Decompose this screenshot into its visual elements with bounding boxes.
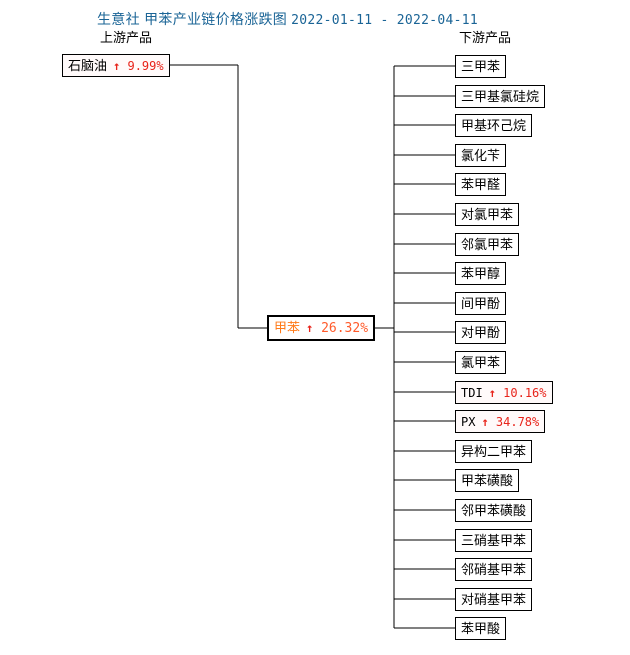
price-change-value: ↑ 10.16% bbox=[488, 386, 547, 400]
node-downstream-9[interactable]: 间甲酚 bbox=[455, 292, 507, 315]
node-center-toluene[interactable]: 甲苯 ↑ 26.32% bbox=[267, 315, 376, 341]
node-downstream-10[interactable]: 对甲酚 bbox=[455, 321, 507, 344]
arrow-up-icon: ↑ bbox=[113, 59, 121, 73]
node-label: 甲苯磺酸 bbox=[461, 473, 514, 488]
node-downstream-8[interactable]: 苯甲醇 bbox=[455, 262, 507, 285]
node-downstream-2[interactable]: 三甲基氯硅烷 bbox=[455, 85, 546, 108]
node-downstream-19[interactable]: 对硝基甲苯 bbox=[455, 588, 533, 611]
node-downstream-18[interactable]: 邻硝基甲苯 bbox=[455, 558, 533, 581]
node-downstream-15[interactable]: 甲苯磺酸 bbox=[455, 469, 520, 492]
price-change-value: ↑ 9.99% bbox=[113, 59, 164, 73]
node-upstream-naphtha[interactable]: 石脑油 ↑ 9.99% bbox=[62, 54, 170, 77]
node-downstream-11[interactable]: 氯甲苯 bbox=[455, 351, 507, 374]
node-label: 甲苯 bbox=[274, 320, 301, 335]
node-label: 邻甲苯磺酸 bbox=[461, 503, 527, 518]
node-label: 异构二甲苯 bbox=[461, 444, 527, 459]
node-label: 三硝基甲苯 bbox=[461, 533, 527, 548]
node-label: 三甲基氯硅烷 bbox=[461, 89, 540, 104]
node-label: 对氯甲苯 bbox=[461, 207, 514, 222]
node-label: PX bbox=[461, 415, 476, 429]
downstream-column-header: 下游产品 bbox=[459, 30, 512, 45]
node-label: 间甲酚 bbox=[461, 296, 501, 311]
node-label: 三甲苯 bbox=[461, 59, 501, 74]
arrow-up-icon: ↑ bbox=[488, 386, 496, 400]
node-label: 石脑油 bbox=[68, 58, 108, 73]
node-label: 苯甲醇 bbox=[461, 266, 501, 281]
upstream-column-header: 上游产品 bbox=[100, 30, 153, 45]
node-label: 苯甲醛 bbox=[461, 177, 501, 192]
node-downstream-20[interactable]: 苯甲酸 bbox=[455, 617, 507, 640]
node-label: 氯甲苯 bbox=[461, 355, 501, 370]
node-label: TDI bbox=[461, 386, 483, 400]
node-downstream-3[interactable]: 甲基环己烷 bbox=[455, 114, 533, 137]
price-change-value: ↑ 26.32% bbox=[306, 321, 369, 336]
node-label: 邻氯甲苯 bbox=[461, 237, 514, 252]
node-downstream-16[interactable]: 邻甲苯磺酸 bbox=[455, 499, 533, 522]
node-label: 对甲酚 bbox=[461, 325, 501, 340]
node-downstream-14[interactable]: 异构二甲苯 bbox=[455, 440, 533, 463]
node-downstream-12[interactable]: TDI ↑ 10.16% bbox=[455, 381, 553, 404]
node-downstream-13[interactable]: PX ↑ 34.78% bbox=[455, 410, 546, 433]
node-label: 邻硝基甲苯 bbox=[461, 562, 527, 577]
node-downstream-1[interactable]: 三甲苯 bbox=[455, 55, 507, 78]
node-label: 氯化苄 bbox=[461, 148, 501, 163]
node-downstream-5[interactable]: 苯甲醛 bbox=[455, 173, 507, 196]
price-change-value: ↑ 34.78% bbox=[481, 415, 540, 429]
node-downstream-17[interactable]: 三硝基甲苯 bbox=[455, 529, 533, 552]
node-label: 对硝基甲苯 bbox=[461, 592, 527, 607]
arrow-up-icon: ↑ bbox=[306, 321, 314, 335]
node-label: 甲基环己烷 bbox=[461, 118, 527, 133]
node-downstream-6[interactable]: 对氯甲苯 bbox=[455, 203, 520, 226]
node-downstream-7[interactable]: 邻氯甲苯 bbox=[455, 233, 520, 256]
title-date-range: 2022-01-11 - 2022-04-11 bbox=[291, 13, 479, 28]
title-text: 生意社 甲苯产业链价格涨跌图 bbox=[97, 11, 288, 27]
arrow-up-icon: ↑ bbox=[481, 415, 489, 429]
node-downstream-4[interactable]: 氯化苄 bbox=[455, 144, 507, 167]
node-label: 苯甲酸 bbox=[461, 621, 501, 636]
